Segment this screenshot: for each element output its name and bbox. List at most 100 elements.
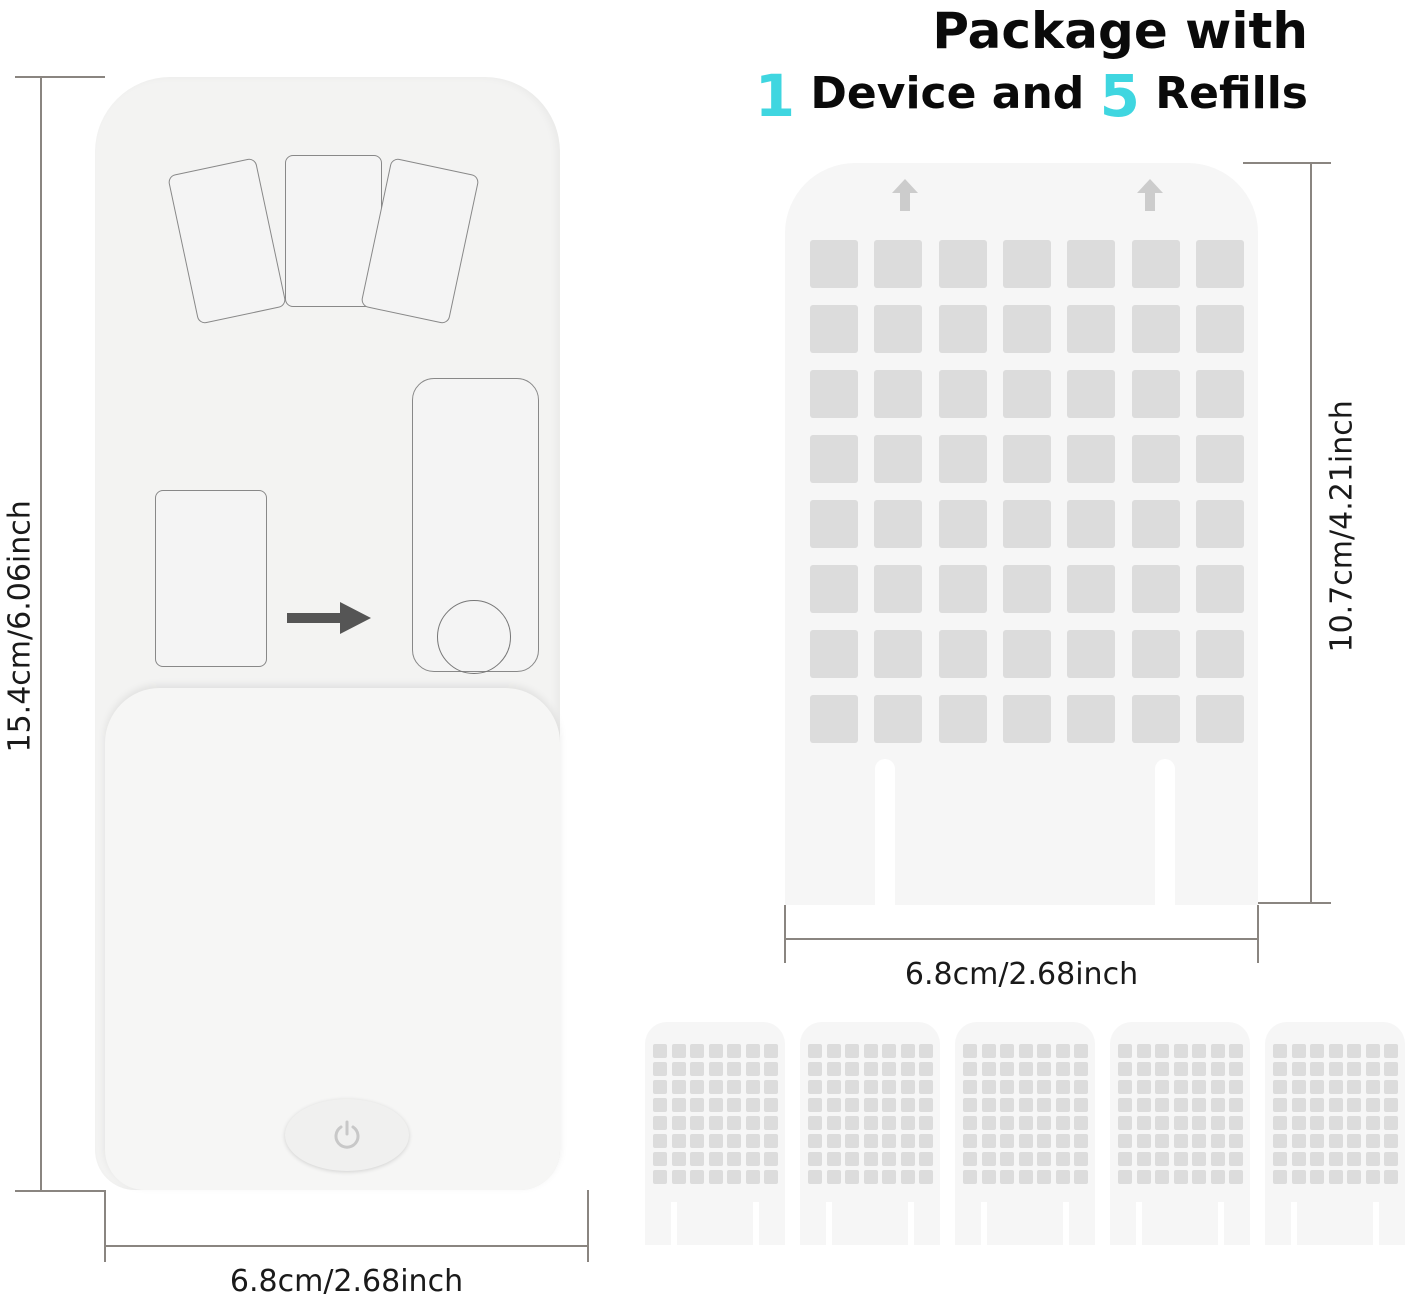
gel-square [1173, 1080, 1188, 1094]
gel-square [1155, 1134, 1169, 1148]
gel-square [919, 1170, 933, 1184]
gel-square [1136, 1044, 1151, 1058]
gel-square [708, 1044, 723, 1058]
gel-square [1273, 1062, 1287, 1076]
gel-square [963, 1062, 977, 1076]
gel-square [1210, 1062, 1225, 1076]
gel-square [1328, 1098, 1343, 1112]
gel-square [1365, 1116, 1380, 1130]
power-button[interactable] [285, 1099, 409, 1171]
gel-square [1365, 1098, 1380, 1112]
gel-square [1365, 1080, 1380, 1094]
gel-square [745, 1080, 760, 1094]
refill-pad-large [785, 163, 1258, 905]
gel-square [810, 435, 858, 483]
gel-square [1000, 1062, 1014, 1076]
gel-square [863, 1080, 878, 1094]
gel-square [1210, 1080, 1225, 1094]
gel-square [1195, 435, 1244, 483]
refill-slot-right [1155, 759, 1175, 905]
refill-slot [826, 1202, 832, 1245]
gel-square [764, 1152, 778, 1166]
gel-square [1365, 1134, 1380, 1148]
gel-square [1074, 1152, 1088, 1166]
gel-square [1273, 1116, 1287, 1130]
gel-square [764, 1116, 778, 1130]
gel-square [727, 1062, 741, 1076]
gel-square [1229, 1152, 1243, 1166]
gel-square [1328, 1044, 1343, 1058]
gel-square [1155, 1044, 1169, 1058]
gel-square [808, 1080, 822, 1094]
gel-square [900, 1044, 915, 1058]
small-refill-pad [645, 1022, 785, 1245]
gel-square [653, 1080, 667, 1094]
gel-square [826, 1134, 841, 1148]
gel-square [1055, 1098, 1070, 1112]
gel-square [1328, 1062, 1343, 1076]
gel-square [745, 1116, 760, 1130]
gel-square [1118, 1152, 1132, 1166]
gel-square [963, 1170, 977, 1184]
gel-square [1365, 1152, 1380, 1166]
gel-square [1195, 695, 1244, 743]
gel-square [863, 1116, 878, 1130]
refill-dim-tick-bottom [1258, 902, 1331, 904]
gel-square [727, 1044, 741, 1058]
gel-square [882, 1134, 896, 1148]
refill-slot [671, 1202, 677, 1245]
gel-square [1002, 695, 1051, 743]
gel-square [1273, 1152, 1287, 1166]
gel-square [1384, 1116, 1398, 1130]
gel-square [1037, 1098, 1051, 1112]
gel-square [727, 1080, 741, 1094]
gel-square [764, 1170, 778, 1184]
gel-square [981, 1116, 996, 1130]
gel-square [1002, 435, 1051, 483]
gel-square [981, 1170, 996, 1184]
refill-count: 5 [1099, 62, 1140, 130]
gel-square [653, 1152, 667, 1166]
gel-square [708, 1080, 723, 1094]
gel-square [1000, 1080, 1014, 1094]
gel-square [874, 305, 923, 353]
gel-square [653, 1170, 667, 1184]
gel-square [1067, 240, 1116, 288]
gel-square [690, 1134, 704, 1148]
gel-square [1155, 1098, 1169, 1112]
gel-square [1131, 435, 1180, 483]
gel-square [1210, 1044, 1225, 1058]
gel-square [1291, 1116, 1306, 1130]
gel-square [1384, 1080, 1398, 1094]
gel-square [708, 1098, 723, 1112]
gel-square [963, 1116, 977, 1130]
gel-square [1067, 500, 1116, 548]
gel-square [671, 1170, 686, 1184]
gel-square [826, 1152, 841, 1166]
gel-square [1192, 1170, 1206, 1184]
gel-square [1018, 1152, 1033, 1166]
gel-square [1291, 1170, 1306, 1184]
gel-square [981, 1098, 996, 1112]
gel-square [863, 1152, 878, 1166]
gel-square [1328, 1152, 1343, 1166]
gel-square [1328, 1116, 1343, 1130]
gel-square [900, 1098, 915, 1112]
gel-square [764, 1044, 778, 1058]
refill-height-line [1310, 163, 1312, 903]
gel-square [1074, 1044, 1088, 1058]
gel-square [653, 1062, 667, 1076]
gel-square [1018, 1170, 1033, 1184]
gel-square [1273, 1170, 1287, 1184]
gel-square [1384, 1152, 1398, 1166]
gel-square [1384, 1170, 1398, 1184]
gel-square [1173, 1098, 1188, 1112]
gel-square [764, 1062, 778, 1076]
gel-square [1173, 1062, 1188, 1076]
gel-square [938, 435, 987, 483]
gel-square [863, 1098, 878, 1112]
gel-square [1310, 1134, 1324, 1148]
gel-square [808, 1044, 822, 1058]
gel-square [708, 1134, 723, 1148]
gel-square [745, 1134, 760, 1148]
